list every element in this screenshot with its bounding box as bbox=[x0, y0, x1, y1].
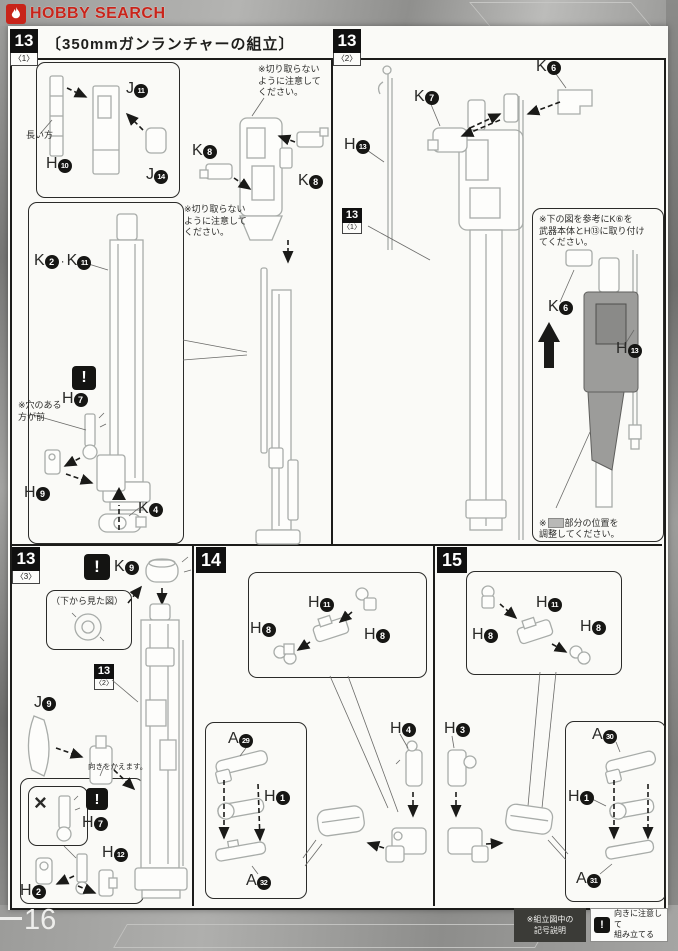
divider-horizontal bbox=[10, 544, 662, 546]
step-number: 13 bbox=[12, 547, 40, 571]
warning-icon: ! bbox=[84, 554, 110, 580]
box-x-wrong bbox=[28, 786, 88, 846]
note-attach-k6: ※下の図を参考にK⑥を 武器本体とH⑬に取り付け てください。 bbox=[539, 214, 645, 248]
step-substep: 〈3〉 bbox=[12, 571, 40, 584]
step-number: 15 bbox=[437, 547, 467, 573]
step-substep: 〈1〉 bbox=[10, 53, 38, 66]
step-badge-13-1: 13 〈1〉 bbox=[10, 29, 38, 66]
note-adjust-prefix: ※ bbox=[539, 517, 547, 528]
x-mark: × bbox=[34, 790, 47, 815]
box-15-a-parts bbox=[565, 721, 666, 902]
warning-glyph: ! bbox=[81, 369, 87, 386]
photo-background-right bbox=[666, 0, 678, 951]
warning-icon: ! bbox=[86, 788, 108, 810]
dot-separator: · bbox=[60, 254, 65, 268]
note-adjust: ※部分の位置を 調整してください。 bbox=[539, 506, 619, 541]
step-substep: 〈1〉 bbox=[342, 223, 362, 234]
note-cut-top: ※切り取らない ように注意して ください。 bbox=[258, 64, 321, 98]
step-substep: 〈2〉 bbox=[94, 679, 114, 690]
box-view-from-below bbox=[46, 590, 132, 650]
page-number: 16 bbox=[24, 904, 57, 936]
flame-icon bbox=[6, 4, 26, 24]
ref-badge-13-2: 13 〈2〉 bbox=[94, 664, 114, 690]
warning-icon: ! bbox=[72, 366, 96, 390]
warning-icon: ! bbox=[594, 917, 610, 933]
divider-top-vertical bbox=[331, 58, 333, 546]
box-13-1-barrel bbox=[28, 202, 184, 544]
step-substep: 〈2〉 bbox=[333, 53, 361, 66]
step-badge-13-3: 13 〈3〉 bbox=[12, 547, 40, 584]
step-badge-15: 15 bbox=[437, 547, 467, 573]
step-badge-14: 14 bbox=[196, 547, 226, 573]
step-number: 14 bbox=[196, 547, 226, 573]
logo-text: HOBBY SEARCH bbox=[30, 5, 166, 22]
photo-background-left bbox=[0, 26, 10, 951]
legend-title-badge: ※組立図中の 記号説明 bbox=[514, 908, 586, 942]
note-hole-front: ※穴のある 方が前 bbox=[18, 400, 62, 422]
step-number: 13 bbox=[333, 29, 361, 53]
box-13-2-inset bbox=[532, 208, 664, 542]
divider-bottom-vertical-1 bbox=[192, 546, 194, 906]
page-number-rule bbox=[0, 917, 22, 920]
step-badge-13-2: 13 〈2〉 bbox=[333, 29, 361, 66]
note-orientation: 向きをかえます。 bbox=[88, 762, 148, 771]
box-14-a-parts bbox=[205, 722, 307, 899]
note-adjust-suffix: 部分の位置を 調整してください。 bbox=[539, 517, 620, 540]
ref-badge-13-1: 13 〈1〉 bbox=[342, 208, 362, 234]
page-title: 〔350mmガンランチャーの組立〕 bbox=[46, 36, 295, 53]
gray-swatch bbox=[547, 518, 564, 529]
legend-warning-item: ! 向きに注意して 組み立てる bbox=[590, 908, 668, 942]
step-number: 13 bbox=[94, 664, 114, 679]
box-13-1-parts bbox=[36, 62, 180, 198]
divider-bottom-vertical-2 bbox=[433, 546, 435, 906]
hobby-search-logo: HOBBY SEARCH bbox=[6, 4, 166, 24]
warning-glyph: ! bbox=[600, 919, 604, 931]
note-cut-bottom: ※切り取らない ように注意して ください。 bbox=[184, 204, 247, 238]
photo-panel-line bbox=[113, 924, 549, 948]
warning-glyph: ! bbox=[94, 790, 100, 808]
step-number: 13 bbox=[10, 29, 38, 53]
photo-background-top bbox=[0, 0, 678, 30]
note-long-side: 長い方 bbox=[26, 130, 54, 140]
legend-warning-text: 向きに注意して 組み立てる bbox=[614, 908, 662, 940]
note-view-from-below: （下から見た図） bbox=[51, 596, 124, 606]
warning-glyph: ! bbox=[94, 557, 100, 576]
step-number: 13 bbox=[342, 208, 362, 223]
photo-panel-line2 bbox=[469, 2, 653, 28]
